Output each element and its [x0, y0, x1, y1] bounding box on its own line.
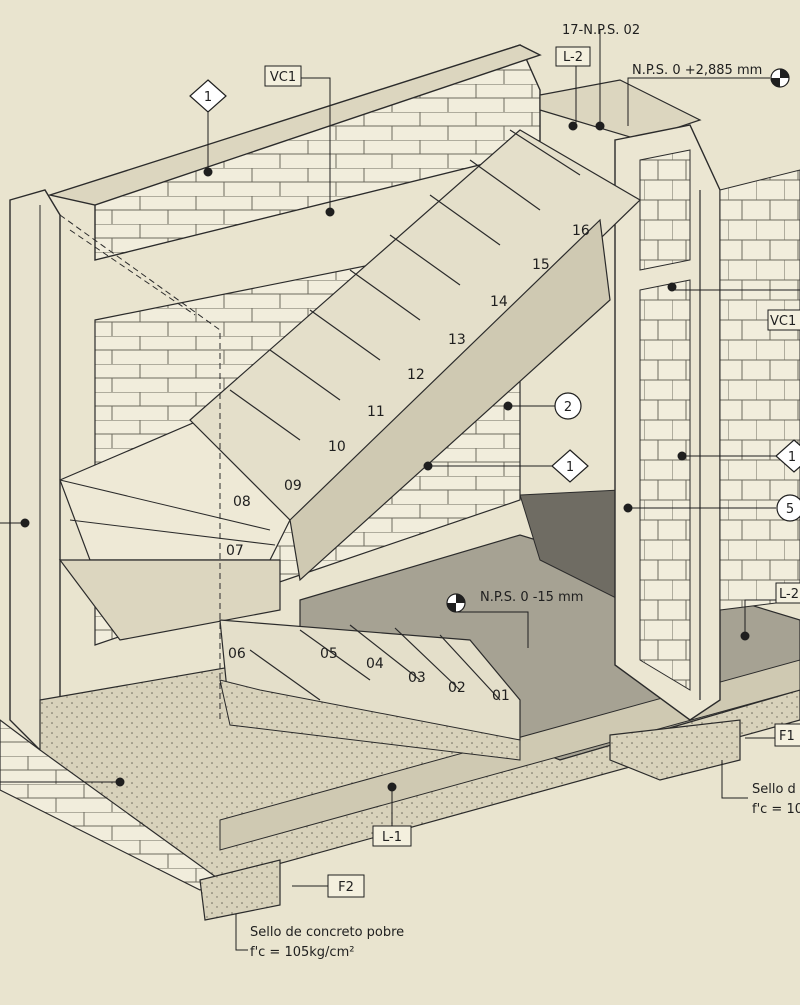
right-column-top-blocks [639, 149, 691, 271]
step-number: 01 [492, 688, 510, 704]
step-number: 11 [367, 404, 385, 420]
upper-flight-body [189, 129, 641, 531]
leader-nps-level [627, 77, 770, 126]
tag-text: L-1 [382, 830, 402, 845]
nps-floor-label: N.P.S. 0 -15 mm [480, 590, 583, 605]
winder-landing [59, 419, 291, 561]
hidden-lines [59, 214, 221, 720]
level-marker-floor [446, 593, 466, 613]
callout-diamond-1-top: 1 [189, 79, 227, 113]
sello-note-line1: Sello de concreto pobre [250, 925, 404, 940]
leader-dot [623, 503, 633, 513]
leader-dot [568, 121, 578, 131]
sello-right-line2: f'c = 10 [752, 802, 800, 817]
step-numbers: 01 02 03 04 05 06 07 08 09 10 11 12 13 1… [226, 223, 590, 704]
leader-dot [423, 461, 433, 471]
level-marker-top [770, 68, 790, 88]
sello-right-line1: Sello d [752, 782, 796, 797]
lower-flight-base [219, 679, 521, 761]
leader-sello [235, 914, 248, 951]
callout-circle-2: 2 [554, 392, 582, 420]
tag-text: F1 [779, 729, 795, 744]
tag-text: L-2 [779, 587, 799, 602]
leaders [0, 30, 800, 951]
upper-flight [189, 129, 641, 582]
step-number: 04 [366, 656, 384, 672]
callout-diamond-1-right: 1 [775, 439, 800, 473]
callout-diamond-1-mid: 1 [551, 449, 589, 483]
lower-flight-risers [249, 624, 501, 701]
leader-dot [677, 451, 687, 461]
leader-dot [503, 401, 513, 411]
tag-text: VC1 [270, 70, 296, 85]
step-number: 14 [490, 294, 508, 310]
leader-dot [203, 167, 213, 177]
step-number: 03 [408, 670, 426, 686]
footing-f2 [199, 859, 281, 921]
lower-flight [219, 619, 521, 761]
callout-number: 2 [564, 400, 572, 415]
left-column [9, 189, 61, 751]
leader-sello-right [721, 760, 748, 799]
step-number: 10 [328, 439, 346, 455]
step-number: 15 [532, 257, 550, 273]
right-column-blocks [639, 279, 691, 691]
leader-dot [387, 782, 397, 792]
back-wall-beam [47, 44, 542, 206]
tag-l2-top: L-2 [555, 46, 591, 67]
step-number: 09 [284, 478, 302, 494]
nps-top-label: 17-N.P.S. 02 [562, 23, 640, 38]
leader-dot [115, 777, 125, 787]
leader-dot [325, 207, 335, 217]
step-number: 13 [448, 332, 466, 348]
leader-dot [667, 282, 677, 292]
tag-vc1-right: VC1 [767, 309, 800, 331]
tag-l1: L-1 [372, 825, 412, 847]
tag-vc1-top: VC1 [264, 65, 302, 87]
upper-flight-risers [229, 129, 581, 441]
leader-nps-floor [456, 611, 529, 648]
callout-number: 1 [788, 450, 796, 465]
sello-note-line2: f'c = 105kg/cm² [250, 945, 354, 960]
step-number: 08 [233, 494, 251, 510]
tag-text: VC1 [770, 314, 796, 329]
leader-dot [740, 631, 750, 641]
tag-f1: F1 [774, 723, 800, 747]
nps-level-label: N.P.S. 0 +2,885 mm [632, 63, 762, 78]
callout-circle-5: 5 [776, 494, 800, 522]
step-number: 02 [448, 680, 466, 696]
callout-number: 1 [566, 460, 574, 475]
tag-text: F2 [338, 880, 354, 895]
footing-f1 [609, 719, 741, 781]
step-number: 16 [572, 223, 590, 239]
upper-flight-soffit [289, 218, 611, 582]
leader-dot [20, 518, 30, 528]
winder-line-07 [69, 519, 276, 546]
right-wall-blocks [719, 169, 800, 611]
step-number: 06 [228, 646, 246, 662]
callout-number: 5 [786, 502, 794, 517]
tag-l2-right: L-2 [775, 582, 800, 604]
step-number: 07 [226, 543, 244, 559]
step-number: 05 [320, 646, 338, 662]
tag-f2: F2 [327, 874, 365, 898]
tag-text: L-2 [563, 50, 583, 65]
callout-number: 1 [204, 90, 212, 105]
winder-line-08 [59, 479, 271, 531]
leader-vc1-top [300, 77, 331, 212]
leader-dot [595, 121, 605, 131]
step-number: 12 [407, 367, 425, 383]
